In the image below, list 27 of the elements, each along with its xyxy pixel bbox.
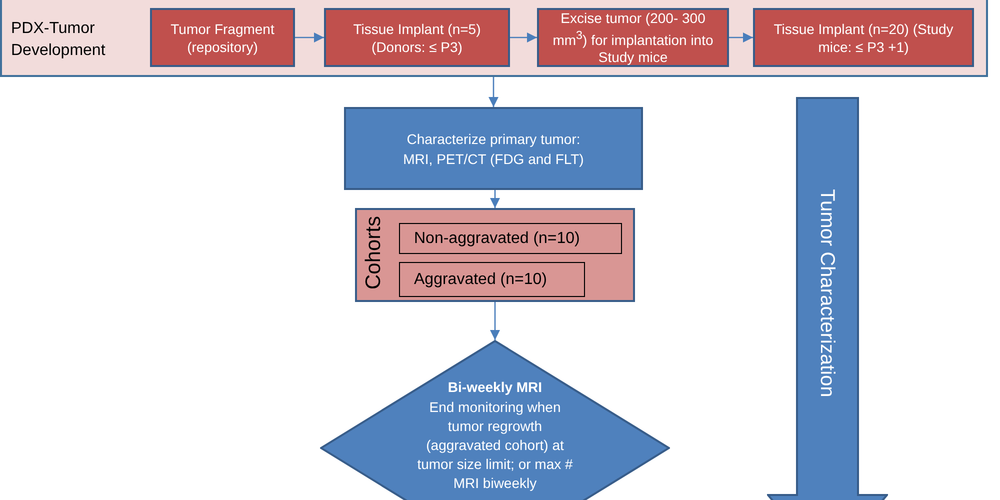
process-box xyxy=(399,223,622,254)
process-box xyxy=(344,107,643,190)
group-box xyxy=(355,208,635,302)
box-label: Characterize primary tumor: MRI, PET/CT (FDG and FLT) xyxy=(402,130,585,168)
arrow xyxy=(488,77,498,107)
process-box xyxy=(399,262,585,297)
arrow xyxy=(490,302,500,340)
process-box xyxy=(753,8,974,67)
arrow xyxy=(490,190,500,208)
arrow-label: Tumor Characterization xyxy=(815,189,839,398)
process-box xyxy=(150,8,295,67)
box-label: Tissue Implant (n=5) (Donors: ≤ P3) xyxy=(352,20,482,56)
box-label: Tumor Fragment (repository) xyxy=(170,20,276,56)
diamond-text: End monitoring when tumor regrowth (aggravated cohort) at tumor size limit; or max # MRI biweekly xyxy=(417,398,573,493)
process-box xyxy=(324,8,510,67)
arrow xyxy=(510,32,537,42)
band-title: PDX-Tumor Development xyxy=(11,19,106,61)
box-label: Tissue Implant (n=20) (Study mice: ≤ P3 +1) xyxy=(772,20,954,56)
arrow xyxy=(729,32,753,42)
box-label: Excise tumor (200- 300 mm$^{3}$) for implantation into Study mice xyxy=(552,8,714,66)
box-label: Non-aggravated (n=10) xyxy=(414,228,581,248)
process-box xyxy=(537,8,729,67)
group-band xyxy=(0,0,988,77)
box-label: Aggravated (n=10) xyxy=(414,270,548,290)
group-label: Cohorts xyxy=(361,216,386,290)
diamond-heading: Bi-weekly MRI xyxy=(446,378,544,397)
arrow xyxy=(295,32,324,42)
